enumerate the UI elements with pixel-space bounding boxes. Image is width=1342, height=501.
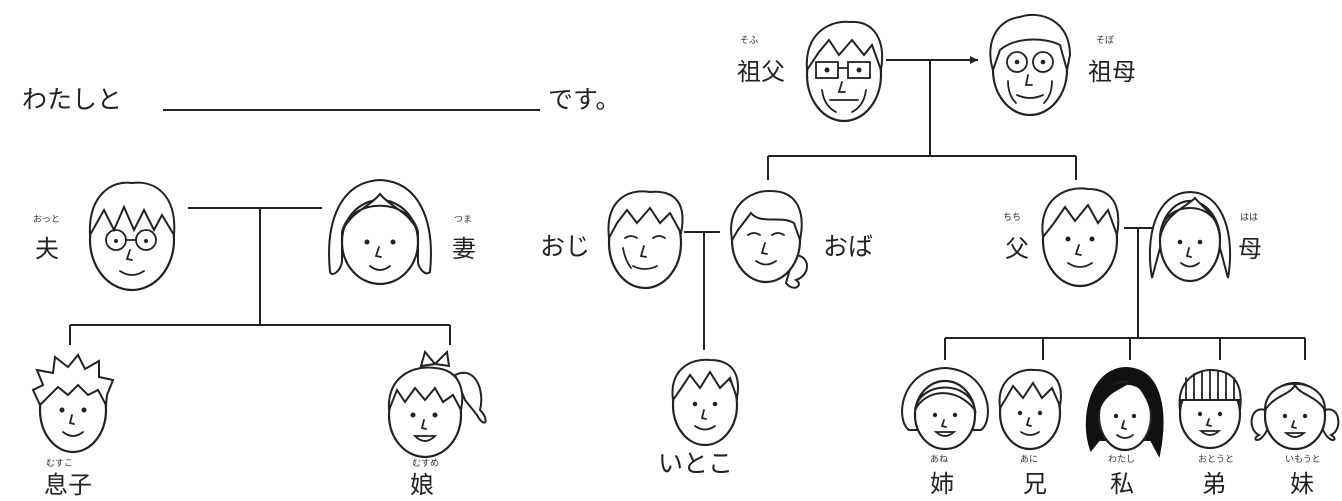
older-sister-label: 姉 <box>930 470 954 498</box>
younger-sister-label: 妹 <box>1290 470 1314 498</box>
sentence-suffix: です。 <box>548 85 621 114</box>
father-label: 父 <box>1005 235 1029 263</box>
me-reading: わたし <box>1108 454 1135 465</box>
left-family-connectors <box>69 207 451 345</box>
uncle-face-icon <box>607 190 684 290</box>
mother-face-icon <box>1148 190 1232 283</box>
sentence-prefix: わたしと <box>22 85 122 114</box>
son-face-icon <box>31 353 115 454</box>
grandmother-face-icon <box>989 13 1072 117</box>
me-face-icon <box>1085 366 1164 458</box>
uncle-label: おじ <box>540 232 590 261</box>
father-face-icon <box>1041 187 1120 288</box>
grandmother-label: 祖母 <box>1088 58 1136 86</box>
younger-brother-face-icon <box>1178 368 1242 450</box>
younger-brother-reading: おとうと <box>1198 454 1234 465</box>
son-label: 息子 <box>44 471 92 499</box>
son-reading: むすこ <box>46 458 73 469</box>
older-brother-label: 兄 <box>1023 470 1047 498</box>
daughter-face-icon <box>387 349 487 459</box>
grandmother-reading: そぼ <box>1096 35 1114 46</box>
grandfather-label: 祖父 <box>737 58 785 86</box>
mother-label: 母 <box>1238 235 1262 263</box>
younger-sister-face-icon <box>1250 381 1340 451</box>
right-family-connectors <box>684 56 1306 360</box>
grandfather-face-icon <box>805 20 884 123</box>
mother-reading: はは <box>1240 212 1258 223</box>
wife-face-icon <box>328 178 432 286</box>
younger-sister-reading: いもうと <box>1285 454 1321 465</box>
me-label: 私 <box>1110 470 1134 498</box>
husband-face-icon <box>88 181 176 292</box>
cousin-face-icon <box>671 358 739 447</box>
daughter-label: 娘 <box>410 471 434 499</box>
cousin-label: いとこ <box>658 449 733 478</box>
husband-reading: おっと <box>33 214 60 225</box>
wife-label: 妻 <box>452 235 476 263</box>
older-sister-face-icon <box>901 366 989 451</box>
older-sister-reading: あね <box>930 454 948 465</box>
daughter-reading: むすめ <box>412 458 439 469</box>
younger-brother-label: 弟 <box>1202 470 1226 498</box>
wife-reading: つま <box>454 214 472 225</box>
aunt-label: おば <box>823 232 873 261</box>
older-brother-face-icon <box>998 368 1062 451</box>
older-brother-reading: あに <box>1020 454 1038 465</box>
aunt-face-icon <box>730 189 808 289</box>
father-reading: ちち <box>1003 212 1021 223</box>
grandfather-reading: そふ <box>740 35 758 46</box>
husband-label: 夫 <box>35 235 59 263</box>
